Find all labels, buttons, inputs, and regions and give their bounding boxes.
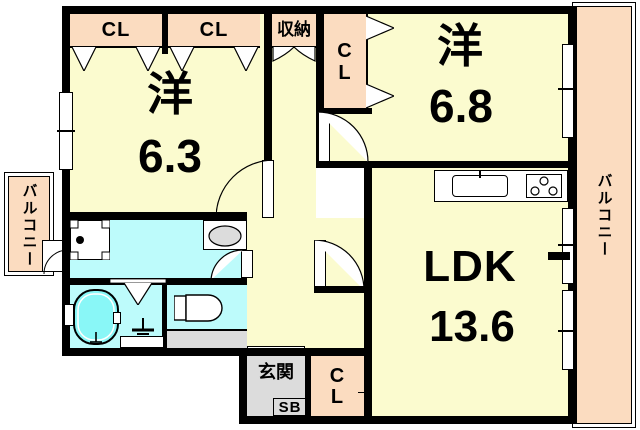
closet-door-line-1 xyxy=(70,46,162,48)
hall-corridor xyxy=(247,218,364,348)
wall-left-wet xyxy=(62,218,70,356)
closet-door-folding-icon-1 xyxy=(71,47,161,71)
wall-bath-right xyxy=(162,285,167,348)
wall-entry-right xyxy=(305,356,311,416)
closet-top-left-2 xyxy=(168,14,260,46)
bath-vanity-counter xyxy=(120,336,164,348)
bath-shower-fitting-icon xyxy=(132,318,154,335)
wall-bedroom-right-bottom xyxy=(316,161,568,168)
door-swing-ldk-icon xyxy=(314,240,364,290)
window-bedroom-right-mullion xyxy=(558,88,576,90)
balcony-right xyxy=(576,6,632,424)
wall-corridor-ldk-bottom xyxy=(314,286,372,293)
washing-machine-drain-icon xyxy=(70,220,110,260)
bathtub-icon xyxy=(73,289,119,345)
balcony-right-outer-frame xyxy=(572,2,636,428)
closet-bedroom-right-bottom xyxy=(316,108,372,114)
hall-top-middle xyxy=(272,46,316,218)
wall-bottom-wet xyxy=(62,348,247,356)
balcony-left-outer-frame xyxy=(4,172,54,276)
window-bedroom-right xyxy=(562,44,574,138)
door-swing-washroom-icon xyxy=(210,250,243,280)
room-ldk xyxy=(372,168,568,416)
closet-top-left-1 xyxy=(70,14,162,46)
washbasin-bowl-icon xyxy=(208,225,242,247)
door-swing-bedroom-right-icon xyxy=(318,112,369,162)
window-ldk-lower-mullion xyxy=(558,330,576,332)
closet-bedroom-right-folding-icon xyxy=(366,15,394,109)
window-ldk-upper-mullion xyxy=(558,244,576,246)
closet-door-line-2 xyxy=(168,46,260,48)
closet-bedroom-right-door-line xyxy=(366,14,368,108)
shoe-box xyxy=(273,398,307,416)
bath-faucet-icon xyxy=(113,312,121,324)
wall-bottom-main xyxy=(239,416,576,424)
closet-entry xyxy=(311,356,364,416)
door-swing-bedroom-left-icon xyxy=(216,160,274,218)
dimension-tick-2 xyxy=(358,392,370,393)
kitchen-sink-icon xyxy=(452,175,508,197)
window-ldk-upper xyxy=(562,208,574,284)
wall-bedroom-left-right xyxy=(264,6,272,218)
door-opening-washroom xyxy=(241,250,253,278)
wall-wet-top xyxy=(62,212,247,220)
window-bedroom-left-mullion xyxy=(57,130,75,132)
wall-entry-top xyxy=(239,348,369,356)
toilet-icon xyxy=(174,294,223,322)
wall-ldk-balcony-post xyxy=(548,252,570,260)
kitchen-stove-burners-icon xyxy=(530,176,558,196)
closet-bedroom-right xyxy=(324,14,366,112)
bath-door-folding-icon xyxy=(110,279,166,305)
bath-window-icon xyxy=(64,304,74,326)
wc-step xyxy=(167,329,247,348)
storage-door-folding-icon xyxy=(272,47,316,62)
wall-bedroom-right-left xyxy=(316,6,324,161)
dimension-tick-1 xyxy=(358,352,370,353)
closet-divider-1 xyxy=(162,14,168,54)
wall-entry-left xyxy=(239,348,247,424)
closet-top-storage xyxy=(272,14,316,46)
kitchen-faucet-icon xyxy=(479,170,481,178)
closet-door-folding-icon-2 xyxy=(169,47,259,71)
dimension-line-corridor xyxy=(364,293,365,416)
